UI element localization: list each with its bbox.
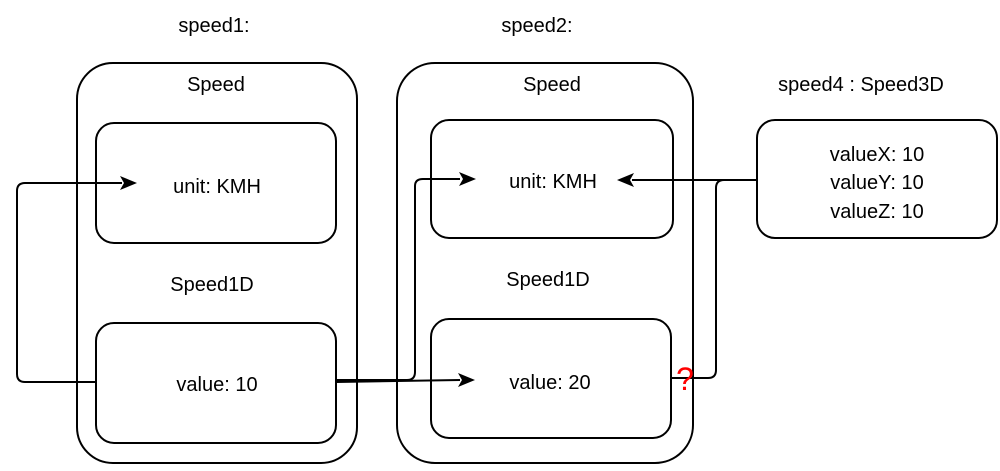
question-mark: ? bbox=[676, 361, 694, 397]
speed1-subclass-label: Speed1D bbox=[170, 274, 253, 296]
speed2-value-text: value: 20 bbox=[509, 372, 590, 394]
speed4-instance-label: speed4 : Speed3D bbox=[778, 74, 944, 96]
speed2-subclass-label: Speed1D bbox=[506, 269, 589, 291]
arrowhead-speed2-value bbox=[458, 373, 475, 387]
speed4-value-z: valueZ: 10 bbox=[830, 201, 923, 223]
speed2-instance-label: speed2: bbox=[501, 15, 572, 37]
speed1-instance-label: speed1: bbox=[178, 15, 249, 37]
speed2-class-label: Speed bbox=[523, 74, 581, 96]
speed4-value-x: valueX: 10 bbox=[830, 144, 925, 166]
connector-speed2-value-to-speed4 bbox=[671, 179, 757, 379]
speed1-class-label: Speed bbox=[187, 74, 245, 96]
speed1-value-text: value: 10 bbox=[176, 374, 257, 396]
speed4-value-y: valueY: 10 bbox=[830, 172, 923, 194]
connector-speed1-to-speed2-unit bbox=[336, 178, 460, 381]
arrowhead-speed2-unit-right bbox=[617, 173, 634, 187]
speed2-unit-text: unit: KMH bbox=[509, 171, 597, 193]
arrowhead-speed1-unit bbox=[120, 176, 137, 190]
arrowhead-speed2-unit-left bbox=[459, 172, 476, 186]
speed1-unit-text: unit: KMH bbox=[173, 176, 261, 198]
connector-speed1-value-to-unit bbox=[16, 182, 122, 383]
